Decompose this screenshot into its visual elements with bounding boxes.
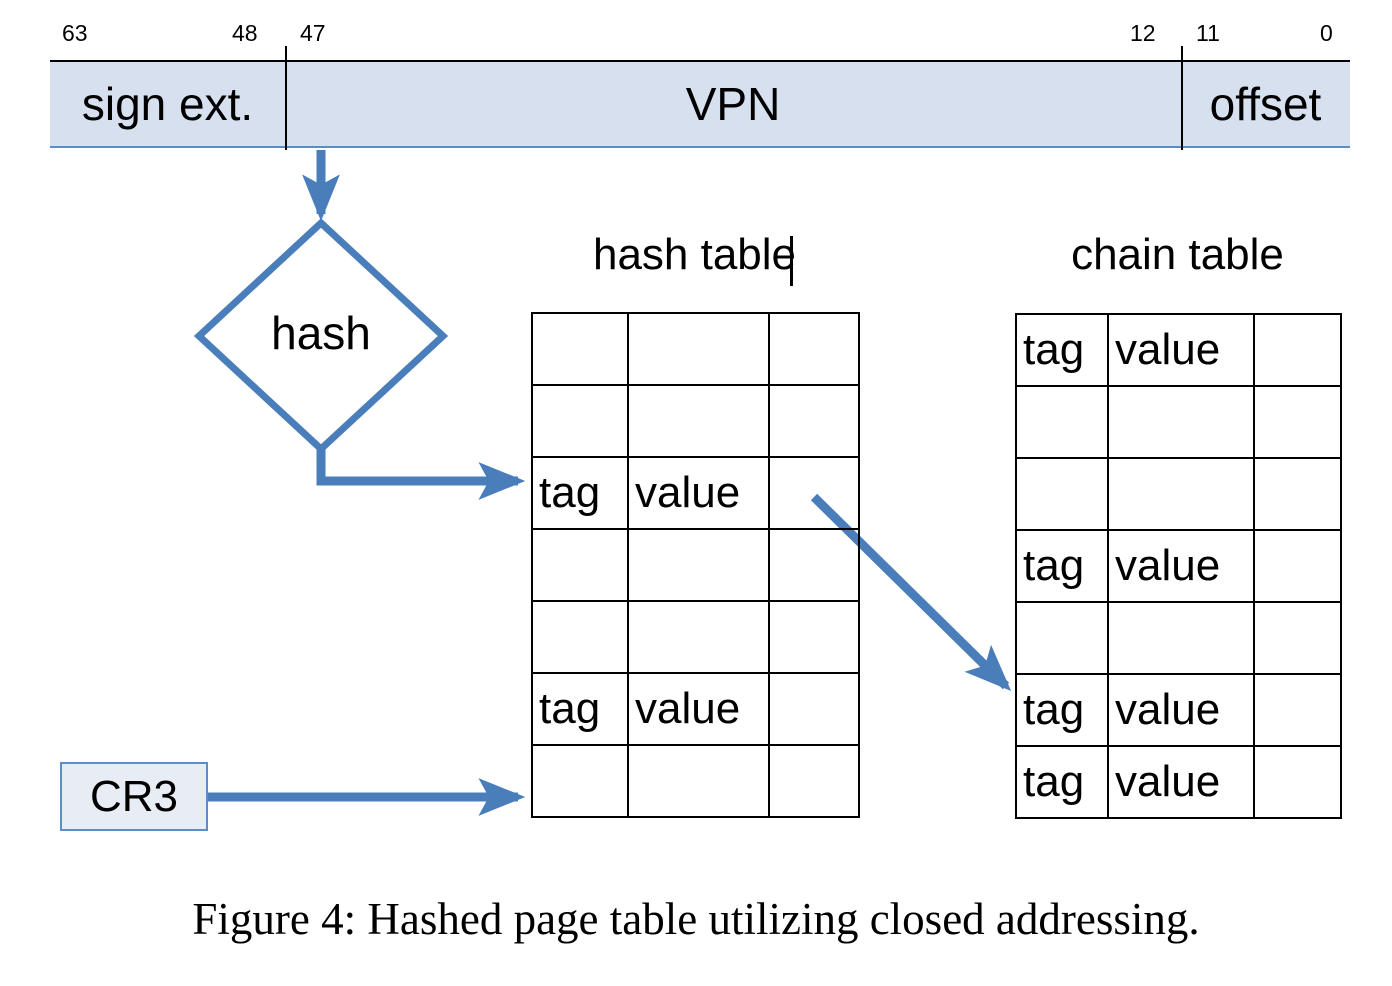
cell-value: value bbox=[1107, 745, 1255, 819]
table-row[interactable] bbox=[531, 384, 860, 458]
cell-tag: tag bbox=[1015, 673, 1109, 747]
address-divider-47-48 bbox=[285, 46, 287, 150]
table-row[interactable] bbox=[531, 744, 860, 818]
hash-table-title: hash table bbox=[592, 230, 797, 279]
bit-label-12: 12 bbox=[1130, 20, 1156, 46]
cell-tag bbox=[1015, 385, 1109, 459]
table-row[interactable] bbox=[1015, 457, 1342, 531]
cell-pointer bbox=[768, 744, 860, 818]
address-field-offset: offset bbox=[1209, 78, 1322, 130]
cell-value bbox=[627, 600, 770, 674]
table-row[interactable] bbox=[531, 600, 860, 674]
cell-value: value bbox=[1107, 673, 1255, 747]
cell-pointer bbox=[1253, 745, 1342, 819]
cell-tag bbox=[531, 528, 629, 602]
cell-tag bbox=[1015, 457, 1109, 531]
cell-pointer bbox=[1253, 529, 1342, 603]
address-divider-11-12 bbox=[1181, 46, 1183, 150]
cell-tag bbox=[531, 384, 629, 458]
cell-tag bbox=[531, 744, 629, 818]
cell-value: value bbox=[627, 672, 770, 746]
table-row[interactable] bbox=[1015, 385, 1342, 459]
cell-value bbox=[1107, 601, 1255, 675]
cell-value: value bbox=[1107, 529, 1255, 603]
cell-value: value bbox=[627, 456, 770, 530]
chain-table-title: chain table bbox=[1071, 230, 1284, 279]
cr3-register-box: CR3 bbox=[60, 762, 208, 831]
cell-pointer bbox=[768, 672, 860, 746]
table-row[interactable] bbox=[531, 312, 860, 386]
cell-pointer bbox=[768, 528, 860, 602]
cell-tag bbox=[1015, 601, 1109, 675]
cell-tag: tag bbox=[1015, 529, 1109, 603]
bit-label-11: 11 bbox=[1196, 20, 1220, 46]
bit-label-47: 47 bbox=[300, 20, 326, 46]
virtual-address-bar: sign ext. VPN offset bbox=[50, 46, 1350, 150]
cell-tag: tag bbox=[1015, 745, 1109, 819]
cell-tag: tag bbox=[531, 456, 629, 530]
arrow-hash-to-hash-table bbox=[316, 449, 526, 500]
table-row[interactable] bbox=[531, 528, 860, 602]
address-field-sign-ext: sign ext. bbox=[81, 78, 254, 130]
cell-tag: tag bbox=[531, 672, 629, 746]
cell-tag bbox=[531, 600, 629, 674]
bit-label-63: 63 bbox=[62, 20, 88, 46]
bit-label-0: 0 bbox=[1320, 20, 1333, 46]
cell-value bbox=[627, 528, 770, 602]
text-caret-artifact bbox=[790, 236, 793, 286]
cell-value bbox=[1107, 457, 1255, 531]
bit-label-48: 48 bbox=[232, 20, 258, 46]
figure-caption: Figure 4: Hashed page table utilizing cl… bbox=[192, 894, 1200, 944]
cell-tag bbox=[531, 312, 629, 386]
cell-pointer bbox=[768, 312, 860, 386]
hash-node-label: hash bbox=[271, 307, 371, 359]
cell-pointer bbox=[1253, 313, 1342, 387]
cell-value bbox=[1107, 385, 1255, 459]
table-row[interactable] bbox=[1015, 601, 1342, 675]
cell-value: value bbox=[1107, 313, 1255, 387]
cell-pointer bbox=[1253, 457, 1342, 531]
cell-tag: tag bbox=[1015, 313, 1109, 387]
cell-value bbox=[627, 384, 770, 458]
address-field-vpn: VPN bbox=[685, 78, 781, 130]
cell-value bbox=[627, 744, 770, 818]
cell-pointer bbox=[1253, 601, 1342, 675]
cell-pointer bbox=[768, 600, 860, 674]
cell-pointer bbox=[768, 384, 860, 458]
cell-pointer bbox=[1253, 673, 1342, 747]
cell-pointer bbox=[1253, 385, 1342, 459]
cell-pointer bbox=[768, 456, 860, 530]
cell-value bbox=[627, 312, 770, 386]
